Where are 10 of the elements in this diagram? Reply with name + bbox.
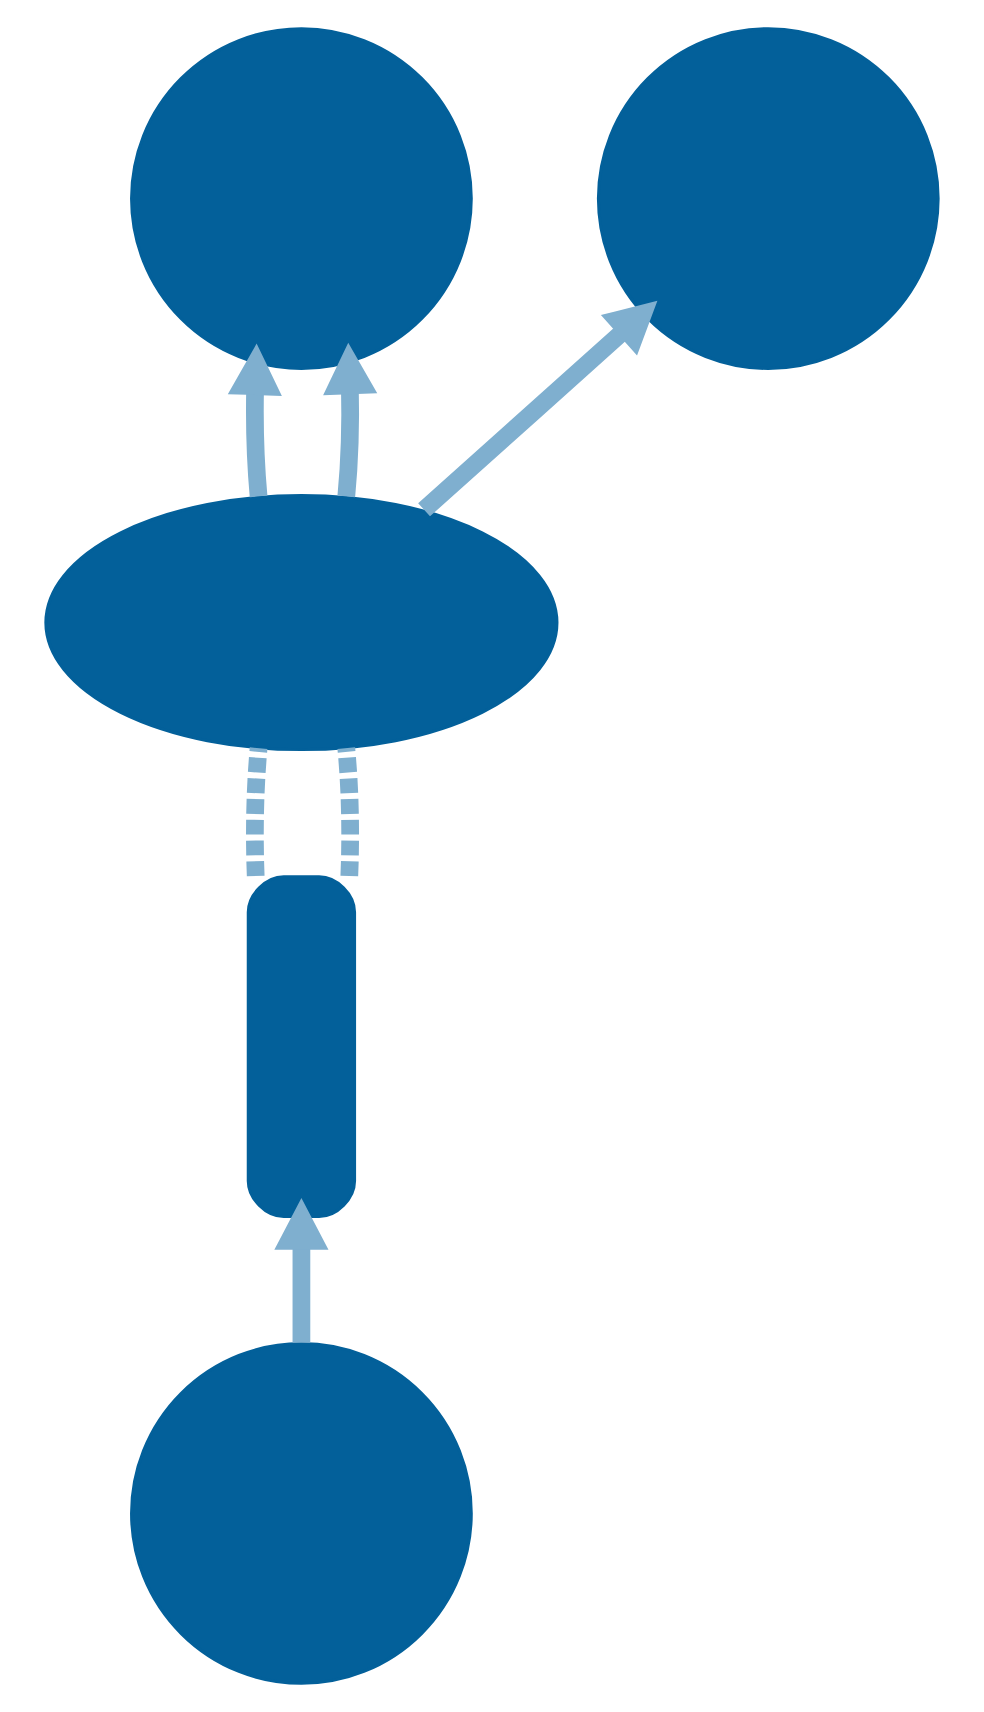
arrow bbox=[274, 1198, 329, 1343]
node-box bbox=[246, 875, 357, 1218]
node-circle bbox=[130, 27, 473, 370]
node-circle bbox=[130, 1342, 473, 1685]
node-cloud bbox=[44, 494, 559, 752]
connector bbox=[246, 747, 268, 877]
arrow bbox=[323, 342, 378, 498]
arrow bbox=[418, 300, 658, 517]
connector bbox=[337, 747, 360, 877]
arrow bbox=[227, 343, 282, 498]
